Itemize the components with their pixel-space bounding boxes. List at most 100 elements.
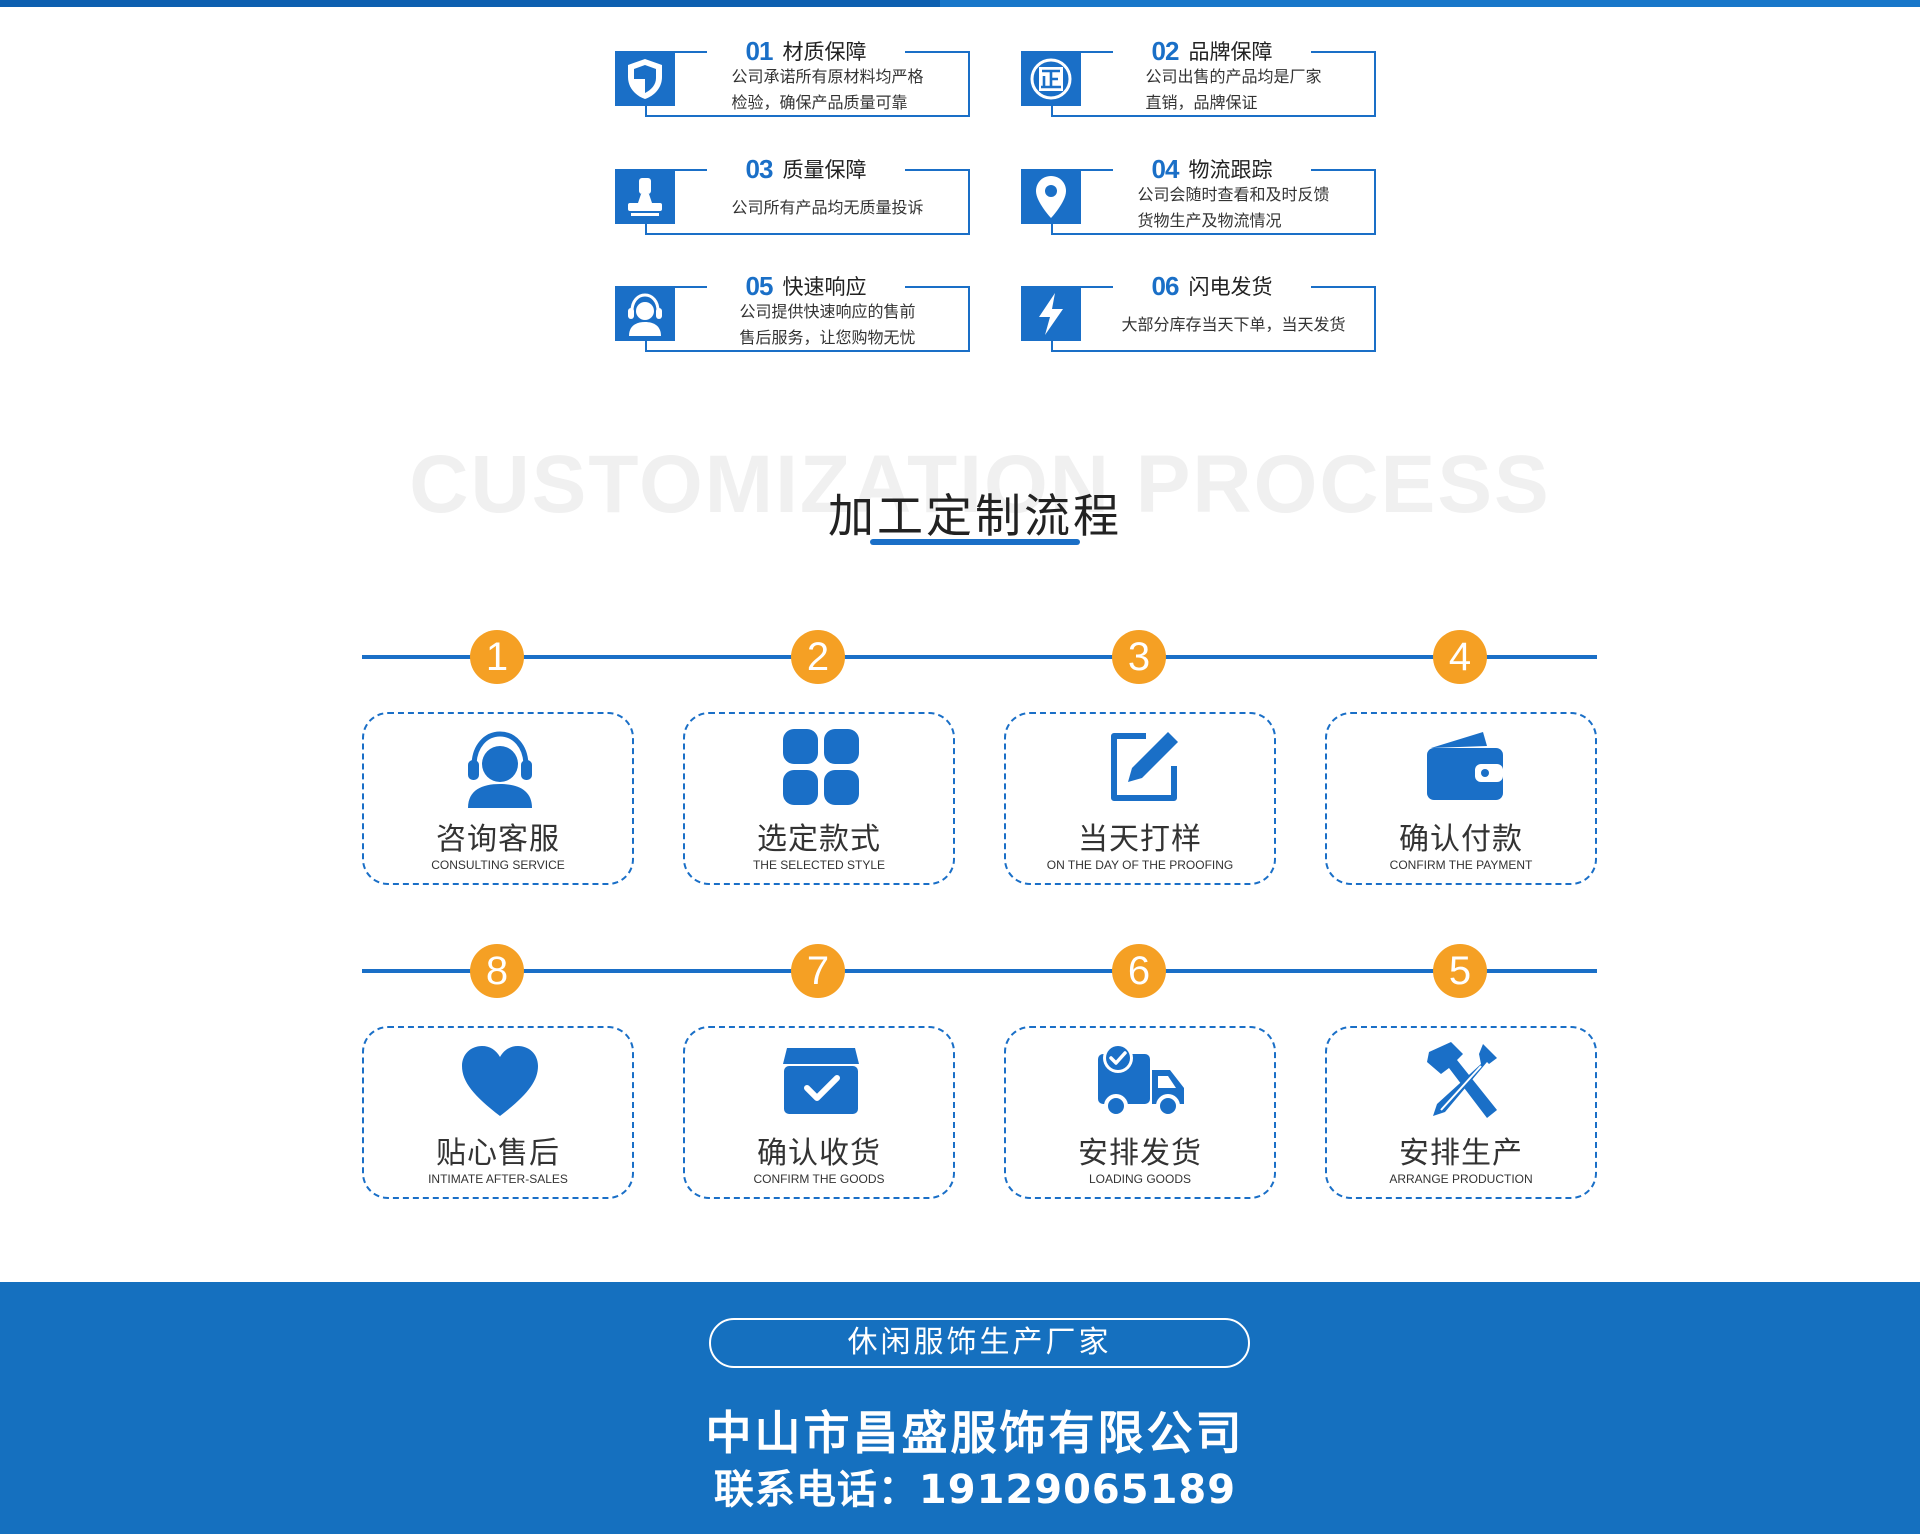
card-title: 03 质量保障 [707,153,905,184]
card-number: 02 [1151,35,1180,66]
card-number: 05 [745,270,774,301]
guarantee-card-05: 05 快速响应 公司提供快速响应的售前 售后服务，让您购物无忧 [615,270,970,352]
step-title: 当天打样 [1078,822,1202,857]
top-accent-bar [0,0,1920,7]
step-card-consulting: 咨询客服 CONSULTING SERVICE [362,712,634,885]
zheng-seal-icon [1030,58,1072,99]
card-name: 品牌保障 [1188,40,1273,64]
stamp-icon [628,177,662,216]
card-title: 04 物流跟踪 [1113,153,1311,184]
step-subtitle: ARRANGE PRODUCTION [1389,1172,1533,1186]
location-pin-icon [1036,175,1066,218]
headset-icon [468,731,532,808]
card-title: 02 品牌保障 [1113,35,1311,66]
section-title: 加工定制流程 [828,489,1122,543]
card-description: 公司提供快速响应的售前 售后服务，让您购物无忧 [695,300,960,350]
edit-icon [1111,732,1178,801]
card-number: 01 [745,35,774,66]
step-subtitle: LOADING GOODS [1088,1172,1192,1186]
section-watermark: CUSTOMIZATION PROCESS [409,439,1551,530]
process-track-row-2 [362,969,1597,973]
step-title: 安排发货 [1078,1136,1202,1171]
card-number: 03 [745,153,774,184]
step-card-loading-goods: 安排发货 LOADING GOODS [1004,1026,1276,1199]
guarantee-card-02: 02 品牌保障 公司出售的产品均是厂家 直销，品牌保证 [1021,35,1376,117]
step-badge: 5 [1433,944,1487,998]
guarantee-card-03: 03 质量保障 公司所有产品均无质量投诉 [615,153,970,235]
card-icon-box [615,286,675,341]
step-badge: 4 [1433,630,1487,684]
step-card-payment: 确认付款 CONFIRM THE PAYMENT [1325,712,1597,885]
grid-icon [783,729,859,805]
description-line: 公司承诺所有原材料均严格 [731,67,924,86]
card-icon-box [1021,51,1081,106]
contact-phone: 联系电话：19129065189 [713,1467,1237,1513]
headset-user-icon [628,292,662,336]
card-name: 快速响应 [782,275,867,299]
card-description: 大部分库存当天下单，当天发货 [1101,300,1366,350]
step-card-select-style: 选定款式 THE SELECTED STYLE [683,712,955,885]
card-icon-box [615,51,675,106]
card-description: 公司会随时查看和及时反馈 货物生产及物流情况 [1101,183,1366,233]
card-title: 06 闪电发货 [1113,270,1311,301]
step-title: 安排生产 [1399,1136,1523,1171]
step-title: 贴心售后 [436,1136,560,1171]
step-card-production: 安排生产 ARRANGE PRODUCTION [1325,1026,1597,1199]
guarantee-card-04: 04 物流跟踪 公司会随时查看和及时反馈 货物生产及物流情况 [1021,153,1376,235]
step-card-after-sales: 贴心售后 INTIMATE AFTER-SALES [362,1026,634,1199]
step-badge: 6 [1112,944,1166,998]
step-badge: 7 [791,944,845,998]
tools-icon [1427,1042,1497,1118]
company-name: 中山市昌盛服饰有限公司 [705,1406,1245,1460]
description-line: 直销，品牌保证 [1145,93,1258,112]
step-subtitle: CONFIRM THE PAYMENT [1389,858,1533,872]
card-description: 公司所有产品均无质量投诉 [695,183,960,233]
box-check-icon [783,1048,859,1114]
description-line: 公司出售的产品均是厂家 [1145,67,1322,86]
truck-icon [1098,1043,1184,1118]
card-description: 公司承诺所有原材料均严格 检验，确保产品质量可靠 [695,65,960,115]
heart-icon [462,1046,538,1116]
lightning-icon [1039,292,1063,335]
step-title: 确认付款 [1399,822,1523,857]
step-subtitle: INTIMATE AFTER-SALES [428,1172,568,1186]
step-subtitle: CONSULTING SERVICE [431,858,565,872]
description-line: 大部分库存当天下单，当天发货 [1121,315,1346,334]
guarantee-card-06: 06 闪电发货 大部分库存当天下单，当天发货 [1021,270,1376,352]
step-title: 确认收货 [757,1136,881,1171]
step-subtitle: ON THE DAY OF THE PROOFING [1046,858,1234,872]
card-name: 材质保障 [782,40,867,64]
shield-icon [628,58,662,99]
footer-banner: 休闲服饰生产厂家 中山市昌盛服饰有限公司 联系电话：19129065189 [0,1282,1920,1534]
step-badge: 2 [791,630,845,684]
card-icon-box [615,169,675,224]
step-badge: 8 [470,944,524,998]
guarantee-card-01: 01 材质保障 公司承诺所有原材料均严格 检验，确保产品质量可靠 [615,35,970,117]
wallet-icon [1427,732,1503,800]
step-title: 选定款式 [757,822,881,857]
footer-tagline: 休闲服饰生产厂家 [709,1318,1250,1368]
card-number: 04 [1151,153,1180,184]
step-title: 咨询客服 [436,822,560,857]
card-title: 05 快速响应 [707,270,905,301]
description-line: 售后服务，让您购物无忧 [739,328,916,347]
card-name: 物流跟踪 [1188,158,1273,182]
step-badge: 1 [470,630,524,684]
description-line: 货物生产及物流情况 [1137,211,1282,230]
description-line: 公司提供快速响应的售前 [739,302,916,321]
card-name: 质量保障 [782,158,867,182]
step-card-confirm-goods: 确认收货 CONFIRM THE GOODS [683,1026,955,1199]
card-number: 06 [1151,270,1180,301]
card-description: 公司出售的产品均是厂家 直销，品牌保证 [1101,65,1366,115]
card-name: 闪电发货 [1188,275,1273,299]
description-line: 检验，确保产品质量可靠 [731,93,908,112]
card-icon-box [1021,286,1081,341]
step-subtitle: CONFIRM THE GOODS [753,1172,885,1186]
description-line: 公司会随时查看和及时反馈 [1137,185,1330,204]
step-subtitle: THE SELECTED STYLE [752,858,886,872]
card-icon-box [1021,169,1081,224]
step-card-proofing: 当天打样 ON THE DAY OF THE PROOFING [1004,712,1276,885]
section-title-underline [870,539,1080,545]
description-line: 公司所有产品均无质量投诉 [731,198,924,217]
card-title: 01 材质保障 [707,35,905,66]
